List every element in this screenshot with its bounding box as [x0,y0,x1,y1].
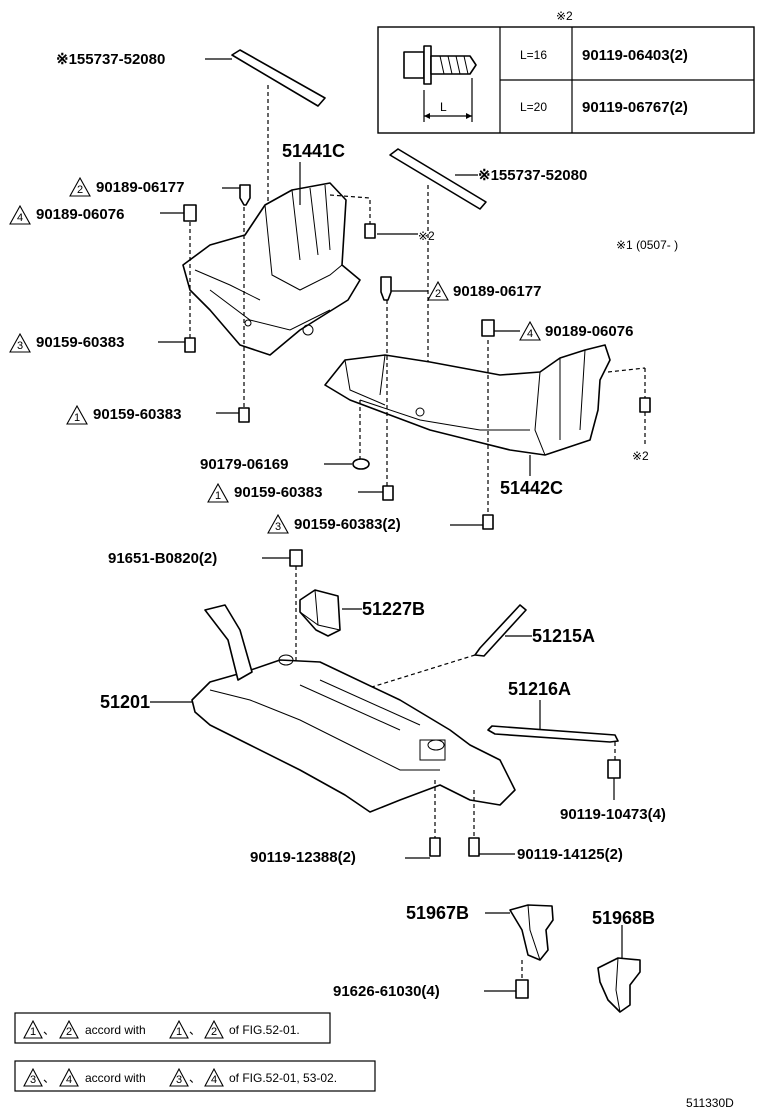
svg-text:2: 2 [66,1026,72,1038]
svg-text:90179-06169: 90179-06169 [200,456,288,473]
svg-text:1: 1 [176,1026,182,1038]
svg-text:4: 4 [211,1074,217,1086]
clip-90189-06177-a: 2 90189-06177 [69,176,251,206]
svg-text:、: 、 [43,1071,55,1085]
bolt-90119-10473: 90119-10473(4) [560,759,666,823]
svg-text:51215A: 51215A [532,626,595,646]
bolt-dim-label: L [440,100,447,114]
clip-90189-06076-a: 4 90189-06076 [9,204,197,225]
bracket-51967b: 51967B [406,903,554,980]
svg-text:90119-10473(4): 90119-10473(4) [560,806,666,823]
svg-text:accord with: accord with [85,1023,146,1037]
bolt-x2-a: ※2 [364,223,435,243]
svg-text:2: 2 [211,1026,217,1038]
note-2: 3 、 4 accord with 3 、 4 of FIG.52-01, 53… [14,1060,376,1092]
bolt-x2-b: ※2 [632,397,651,463]
bolt-91626-61030: 91626-61030(4) [333,979,529,1000]
svg-text:91651-B0820(2): 91651-B0820(2) [108,550,217,567]
svg-text:※155737-52080: ※155737-52080 [478,167,587,184]
clip-90189-06076-b: 4 90189-06076 [481,319,633,341]
svg-text:51227B: 51227B [362,599,425,619]
svg-text:1: 1 [74,412,80,424]
svg-text:、: 、 [43,1023,55,1037]
svg-text:※155737-52080: ※155737-52080 [56,51,165,68]
svg-text:of FIG.52-01.: of FIG.52-01. [229,1023,300,1037]
svg-text:3: 3 [17,340,23,352]
bolt-90159-60383-a: 3 90159-60383 [9,332,196,353]
nut-90179-06169: 90179-06169 [200,456,370,473]
figure-id: 511330D [686,1096,734,1110]
svg-text:51216A: 51216A [508,679,571,699]
bolt-row-1-part: 90119-06403(2) [582,47,688,64]
svg-text:4: 4 [17,212,23,224]
svg-text:accord with: accord with [85,1071,146,1085]
clip-90189-06177-b: 2 90189-06177 [380,276,541,301]
svg-text:1: 1 [30,1026,36,1038]
bolt-row-1-length: L=16 [520,48,547,62]
bolt-table: ※2 L L=16 90119-06403(2) L=20 90119-0676… [377,9,755,134]
bracket-51968b: 51968B [592,908,655,1013]
crossmember-51201: 51201 [100,604,516,813]
bracket-51227b: 51227B [299,589,425,637]
svg-text:※2: ※2 [632,449,649,463]
svg-text:90119-14125(2): 90119-14125(2) [517,846,623,863]
svg-text:、: 、 [189,1023,201,1037]
svg-text:51441C: 51441C [282,141,345,161]
svg-text:51442C: 51442C [500,478,563,498]
bolt-90159-60383-b: 1 90159-60383 [66,404,250,425]
svg-text:3: 3 [275,521,281,533]
svg-text:4: 4 [527,328,533,340]
svg-text:※2: ※2 [418,229,435,243]
bolt-table-title: ※2 [556,9,573,23]
svg-text:90119-12388(2): 90119-12388(2) [250,849,356,866]
svg-text:4: 4 [66,1074,72,1086]
svg-text:51968B: 51968B [592,908,655,928]
bolt-90119-14125: 90119-14125(2) [468,790,623,863]
brace-51216a: 51216A [487,679,619,760]
svg-text:90189-06076: 90189-06076 [36,206,124,223]
svg-text:90159-60383: 90159-60383 [234,484,322,501]
svg-text:、: 、 [189,1071,201,1085]
svg-text:90189-06177: 90189-06177 [453,283,541,300]
svg-text:51201: 51201 [100,692,150,712]
bolt-icon: L [403,45,477,122]
svg-text:3: 3 [176,1074,182,1086]
bolt-90159-60383-c: 1 90159-60383 [207,482,394,503]
svg-text:of FIG.52-01, 53-02.: of FIG.52-01, 53-02. [229,1071,337,1085]
svg-text:90159-60383: 90159-60383 [36,334,124,351]
bolt-row-2-part: 90119-06767(2) [582,99,688,116]
bolt-90119-12388: 90119-12388(2) [250,780,441,866]
svg-text:90189-06177: 90189-06177 [96,179,184,196]
x1-note: ※1 (0507- ) [616,238,678,252]
bolt-row-2-length: L=20 [520,100,547,114]
bolt-90159-60383-d: 3 90159-60383(2) [267,513,494,534]
svg-text:91626-61030(4): 91626-61030(4) [333,983,440,1000]
seal-strip-top: ※155737-52080 [56,49,326,300]
svg-text:3: 3 [30,1074,36,1086]
svg-text:2: 2 [77,184,83,196]
under-cover-left: 51441C [182,141,361,356]
svg-text:90189-06076: 90189-06076 [545,323,633,340]
svg-text:2: 2 [435,288,441,300]
svg-text:1: 1 [215,490,221,502]
svg-text:90159-60383: 90159-60383 [93,406,181,423]
note-1: 1 、 2 accord with 1 、 2 of FIG.52-01. [14,1012,331,1044]
svg-text:90159-60383(2): 90159-60383(2) [294,516,401,533]
seal-strip-mid: ※155737-52080 [389,148,587,400]
bolt-91651-b0820: 91651-B0820(2) [108,549,303,700]
svg-text:51967B: 51967B [406,903,469,923]
under-cover-right: 51442C [324,344,611,498]
